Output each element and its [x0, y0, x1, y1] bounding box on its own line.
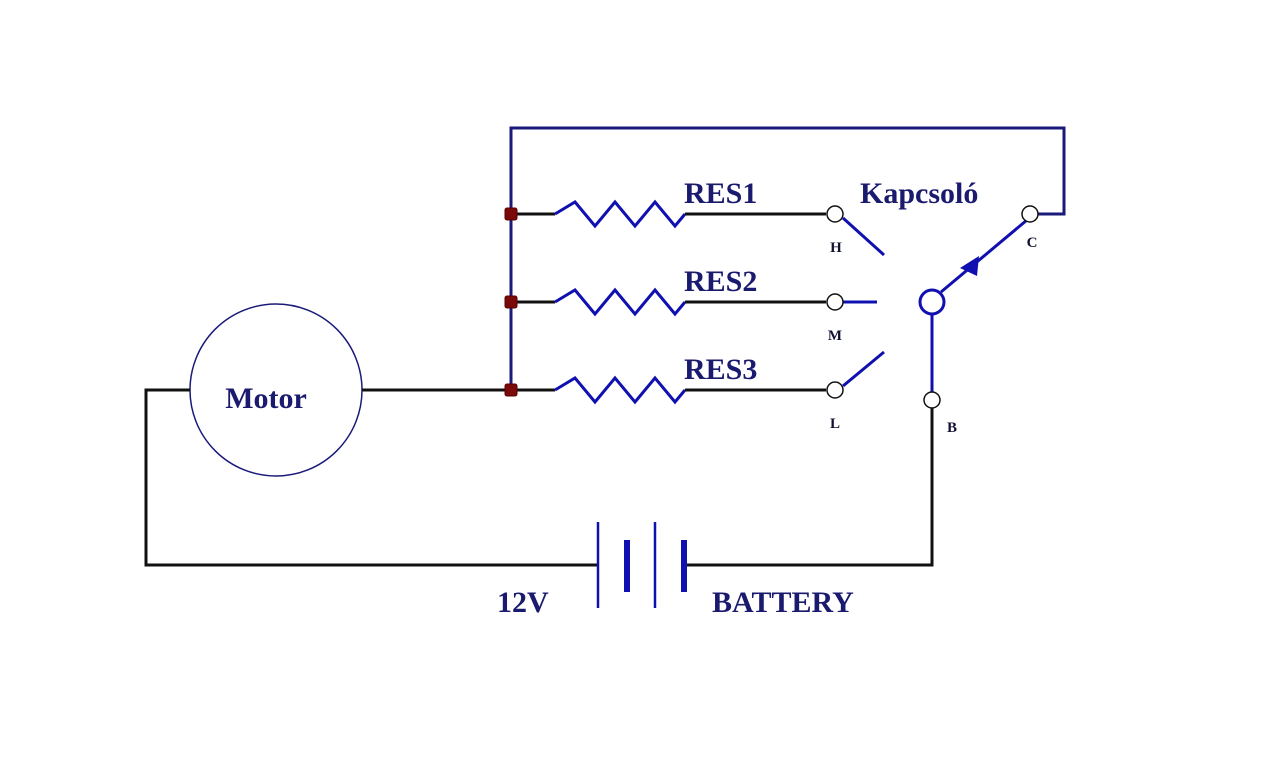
terminal-h	[826, 205, 844, 223]
wire-motor-to-battery	[144, 388, 598, 567]
switch-blade	[940, 218, 1028, 294]
res3-label: RES3	[684, 353, 757, 386]
contact-l-blade	[842, 350, 885, 388]
terminal-b-label: B	[947, 420, 957, 436]
terminal-l	[826, 381, 844, 399]
switch-label: Kapcsoló	[860, 177, 978, 210]
junction-node-1	[504, 207, 518, 221]
switch-pivot	[918, 288, 946, 316]
battery-symbol	[596, 522, 687, 608]
battery-voltage-label: 12V	[497, 586, 549, 619]
res1-label: RES1	[684, 177, 757, 210]
motor-label: Motor	[225, 382, 307, 415]
terminal-b	[923, 391, 941, 409]
battery-label: BATTERY	[712, 586, 854, 619]
terminal-m	[826, 293, 844, 311]
terminal-c	[1021, 205, 1039, 223]
res2-label: RES2	[684, 265, 757, 298]
wire-b-to-battery	[686, 408, 934, 567]
terminal-c-label: C	[1027, 235, 1038, 251]
resistor-res3: RES3	[511, 353, 826, 405]
resistor-res1: RES1	[511, 177, 826, 229]
switch-arrow-icon	[960, 256, 979, 276]
contact-h-blade	[841, 216, 886, 257]
junction-node-3	[504, 383, 518, 397]
terminal-l-label: L	[830, 416, 840, 432]
resistor-res2: RES2	[511, 265, 826, 317]
terminal-m-label: M	[828, 328, 842, 344]
junction-node-2	[504, 295, 518, 309]
terminal-h-label: H	[830, 240, 842, 256]
